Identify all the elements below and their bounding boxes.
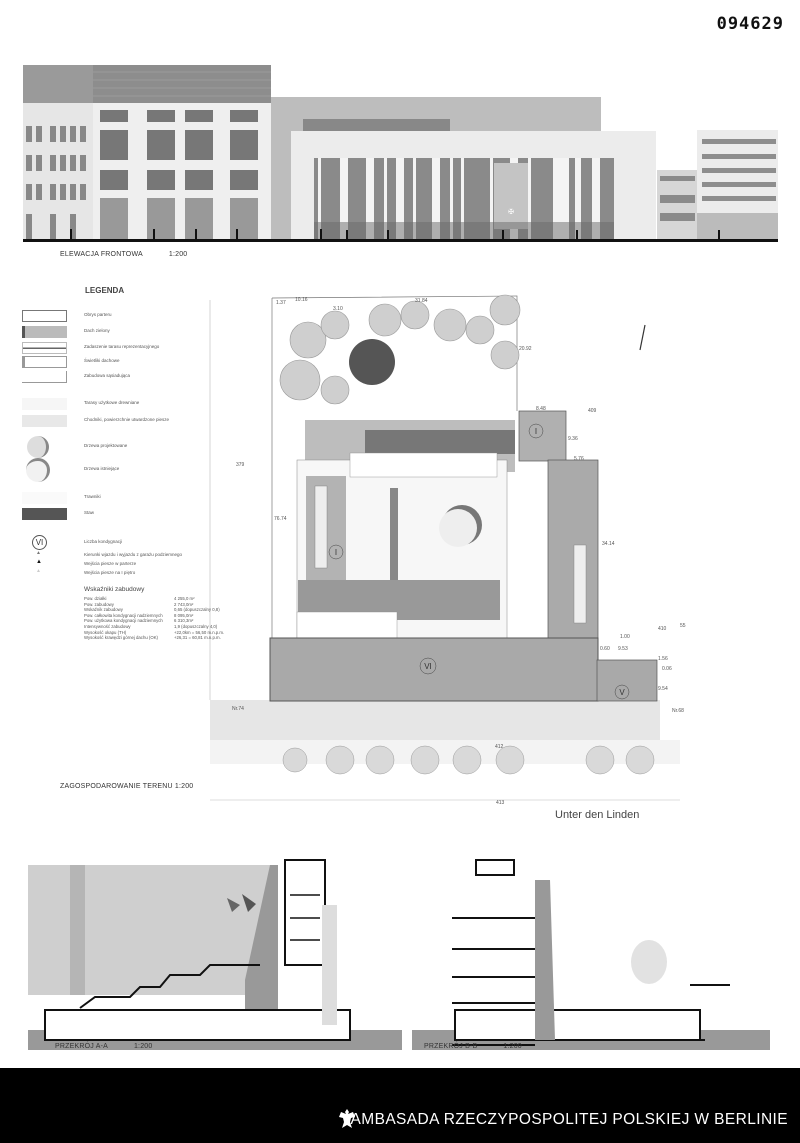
svg-text:Nr.74: Nr.74 — [232, 706, 244, 712]
green-roof-swatch — [22, 326, 67, 338]
deck-swatch — [22, 398, 67, 410]
legend-item: ▲Kierunki wjazdu i wyjazdu z garażu podz… — [22, 550, 262, 564]
svg-text:76.74: 76.74 — [274, 516, 287, 522]
svg-text:1.37: 1.37 — [276, 300, 286, 306]
outline-swatch — [22, 310, 67, 322]
svg-text:20.92: 20.92 — [519, 346, 532, 352]
svg-text:9.53: 9.53 — [618, 646, 628, 652]
polish-eagle-icon — [339, 1109, 355, 1128]
skylight-swatch — [22, 356, 67, 368]
legend-item: Chodniki, powierzchnie utwardzone piesze — [22, 415, 262, 429]
storey-count: I — [535, 427, 537, 436]
tree-new-icon — [27, 436, 49, 458]
street-name: Unter den Linden — [555, 809, 639, 821]
elevation-title: ELEWACJA FRONTOWA — [60, 251, 143, 258]
svg-text:34.14: 34.14 — [602, 541, 615, 547]
indicator-row: Wysokość okapu (TH)+22,0km = 56,50 m.n.p… — [84, 629, 225, 635]
svg-text:Nr.68: Nr.68 — [672, 708, 684, 714]
section-b-scale: 1:200 — [503, 1043, 522, 1050]
pavement-swatch — [22, 415, 67, 427]
svg-text:0.60: 0.60 — [600, 646, 610, 652]
legend-item: Świetliki dachowe — [22, 356, 262, 370]
legend-item: Zabudowa sąsiadująca — [22, 371, 262, 385]
legend-item: ▲Wejścia piesze na I piętro — [22, 568, 262, 582]
section-b-b — [412, 859, 770, 1050]
legend-title: LEGENDA — [85, 286, 125, 295]
svg-text:0.06: 0.06 — [662, 666, 672, 672]
elevation-caption: ELEWACJA FRONTOWA 1:200 — [60, 251, 187, 258]
svg-text:10.16: 10.16 — [295, 297, 308, 303]
entrance-first-floor-icon: ▲ — [36, 568, 41, 574]
indicators-title: Wskaźniki zabudowy — [84, 586, 145, 593]
garage-arrow-icon: ▲ — [36, 550, 41, 556]
section-a-caption: PRZEKRÓJ A-A 1:200 — [55, 1043, 153, 1050]
pond-swatch — [22, 508, 67, 520]
title-banner: AMBASADA RZECZYPOSPOLITEJ POLSKIEJ W BER… — [0, 1068, 800, 1143]
legend-item: Trawniki — [22, 492, 262, 506]
legend-item: Tarasy użytkowe drewniane — [22, 398, 262, 412]
storey-count: I — [335, 548, 337, 557]
svg-text:413: 413 — [496, 800, 505, 806]
front-elevation: ✠ — [23, 65, 778, 242]
svg-text:3.10: 3.10 — [333, 306, 343, 312]
svg-text:409: 409 — [588, 408, 597, 414]
storey-count: VI — [424, 662, 432, 671]
svg-text:1.56: 1.56 — [658, 656, 668, 662]
north-arrow-icon — [639, 324, 646, 351]
svg-text:1.00: 1.00 — [620, 634, 630, 640]
elevation-scale: 1:200 — [168, 251, 188, 258]
board-number: 094629 — [716, 14, 784, 34]
site-plan: I I VI V 1.37 10.16 31.84 3.10 20.92 8.4… — [209, 294, 686, 821]
legend-item: Zadaszenie tarasu reprezentacyjnego — [22, 342, 262, 356]
legend-item: Dach zielony — [22, 326, 262, 340]
svg-text:9.36: 9.36 — [568, 436, 578, 442]
svg-text:55: 55 — [680, 623, 686, 629]
svg-text:410: 410 — [658, 626, 667, 632]
storey-count-icon: VI — [32, 535, 47, 550]
legend-item: Drzewa istniejące — [22, 458, 262, 482]
indicator-row: Wysokość krawędzi górnej dachu (OK)+26,3… — [84, 635, 221, 641]
lawn-swatch — [22, 492, 67, 504]
section-a-scale: 1:200 — [133, 1043, 153, 1050]
site-plan-title: ZAGOSPODAROWANIE TERENU 1:200 — [60, 783, 194, 790]
legend-item: Drzewa projektowane — [22, 436, 262, 458]
svg-text:5.76: 5.76 — [574, 456, 584, 462]
legend-item: Obrys parteru — [22, 310, 262, 324]
eagle-emblem-icon: ✠ — [508, 208, 514, 216]
tree-existing-icon — [26, 458, 50, 482]
section-b-title: PRZEKRÓJ B-B — [424, 1043, 478, 1050]
svg-text:412: 412 — [495, 744, 504, 750]
section-b-caption: PRZEKRÓJ B-B 1:200 — [424, 1043, 522, 1050]
pond — [349, 339, 395, 385]
svg-text:31.84: 31.84 — [415, 298, 428, 304]
section-a-a — [28, 859, 402, 1050]
banner-title: AMBASADA RZECZYPOSPOLITEJ POLSKIEJ W BER… — [350, 1111, 788, 1128]
legend-item: ▲Wejścia piesze w parterze — [22, 559, 262, 573]
neighbour-swatch — [22, 371, 67, 383]
legend-item: Staw — [22, 508, 262, 522]
canopy-swatch — [22, 342, 67, 354]
svg-text:379: 379 — [236, 462, 245, 468]
svg-text:9.54: 9.54 — [658, 686, 668, 692]
storey-count: V — [619, 688, 625, 697]
entrance-ground-icon: ▲ — [36, 559, 42, 565]
svg-text:8.48: 8.48 — [536, 406, 546, 412]
section-a-title: PRZEKRÓJ A-A — [55, 1043, 108, 1050]
